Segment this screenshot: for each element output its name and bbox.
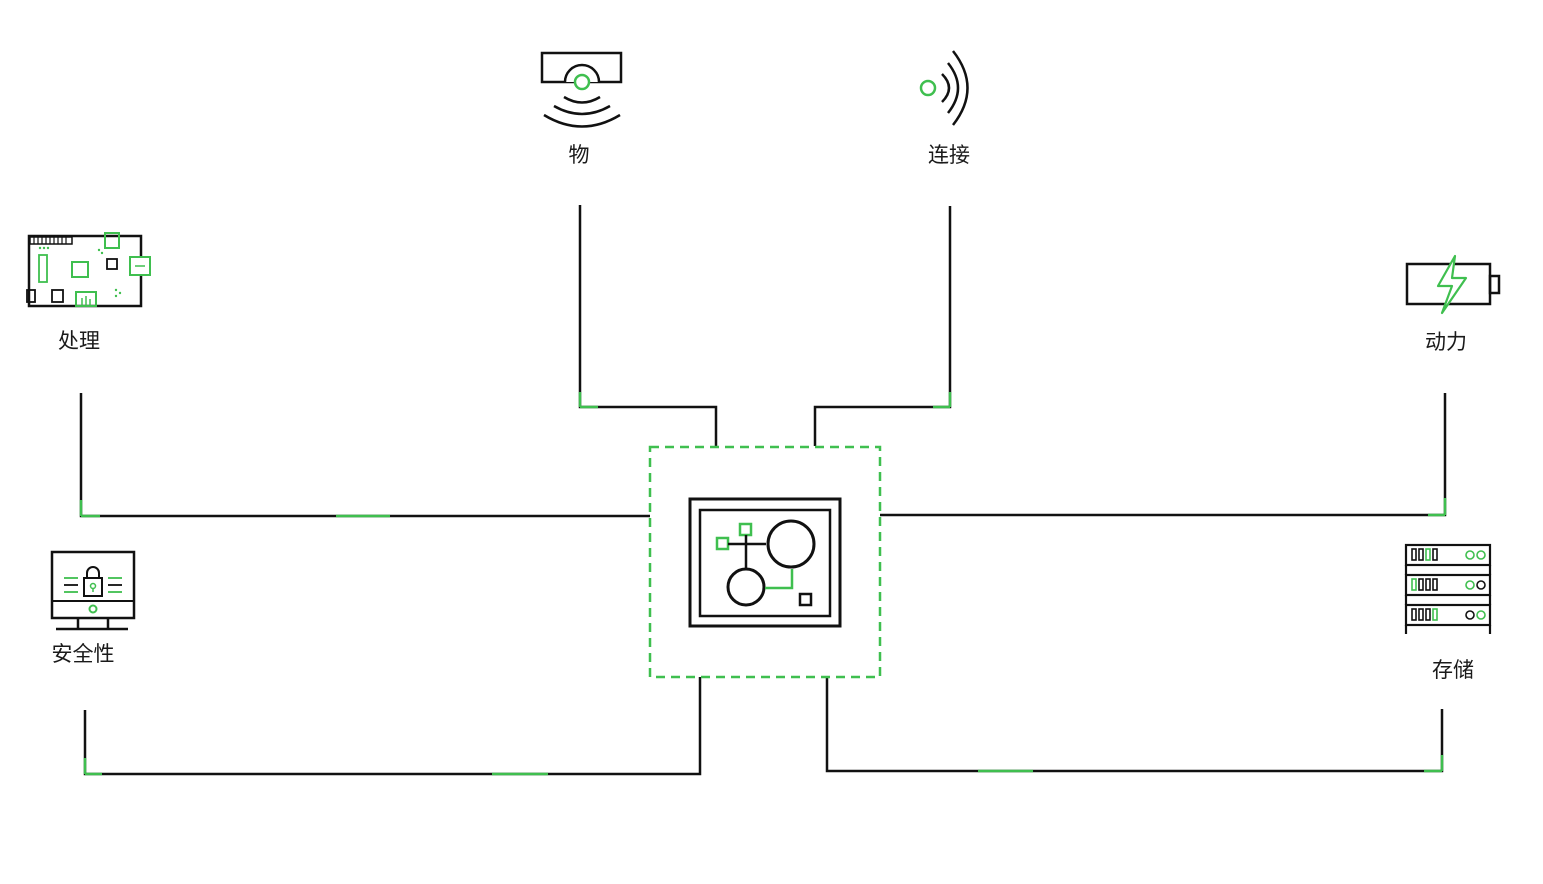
process-hub-icon — [688, 497, 842, 628]
power-label: 动力 — [1425, 330, 1467, 354]
physical-label: 物 — [568, 143, 590, 167]
connectivity-label: 连接 — [928, 143, 970, 167]
connector-processing — [79, 393, 650, 518]
circuit-board-icon — [26, 232, 151, 308]
connector-power — [880, 393, 1447, 517]
storage-label: 存储 — [1432, 658, 1474, 682]
central-hub — [648, 445, 882, 679]
wireless-signal-icon — [919, 50, 969, 126]
sensor-icon — [540, 51, 623, 128]
secure-monitor-icon — [50, 550, 136, 631]
server-rack-icon — [1404, 543, 1492, 634]
security-label: 安全性 — [51, 642, 115, 666]
processing-label: 处理 — [58, 329, 100, 353]
connector-storage — [825, 677, 1444, 773]
connector-security — [83, 677, 702, 776]
connector-connectivity — [813, 206, 952, 446]
battery-icon — [1405, 254, 1501, 315]
connector-physical — [578, 205, 718, 446]
